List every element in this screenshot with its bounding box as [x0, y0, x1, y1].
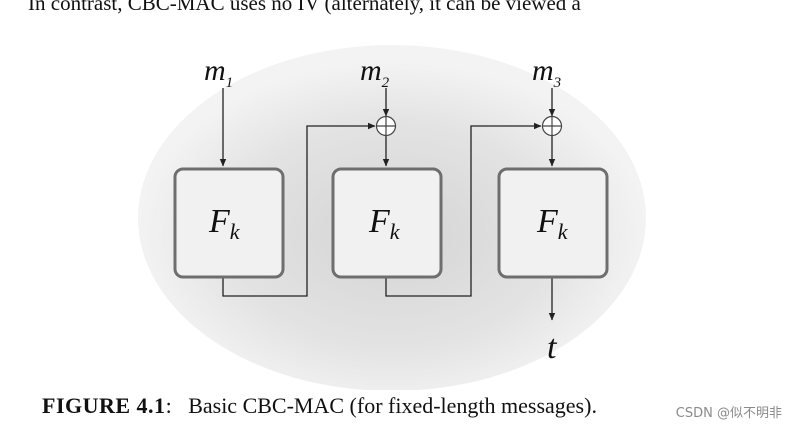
block-fk-1: Fk	[173, 167, 285, 279]
body-text-line: In contrast, CBC-MAC uses no IV (alterna…	[28, 0, 581, 15]
input-m2: m2	[360, 54, 390, 91]
svg-text:Fk: Fk	[536, 203, 569, 244]
input-m3: m3	[532, 54, 561, 91]
svg-text:Fk: Fk	[208, 203, 241, 244]
xor-symbol-2	[375, 115, 397, 137]
output-tag-t: t	[547, 329, 558, 366]
caption-label: FIGURE 4.1	[42, 393, 166, 418]
watermark: CSDN @似不明非	[675, 406, 782, 421]
caption-text: Basic CBC-MAC (for fixed-length messages…	[188, 393, 597, 418]
cbc-mac-diagram: m1 m2 m3 Fk Fk	[138, 45, 646, 390]
caption-separator: :	[165, 393, 172, 418]
chain-block1-to-xor2	[222, 122, 376, 297]
svg-text:Fk: Fk	[368, 203, 401, 244]
figure-caption: FIGURE 4.1: Basic CBC-MAC (for fixed-len…	[42, 393, 597, 419]
input-m1: m1	[204, 54, 233, 91]
xor-symbol-3	[541, 115, 563, 137]
block-fk-3: Fk	[497, 167, 609, 279]
chain-block2-to-xor3	[385, 122, 542, 297]
block-fk-2: Fk	[331, 167, 443, 279]
